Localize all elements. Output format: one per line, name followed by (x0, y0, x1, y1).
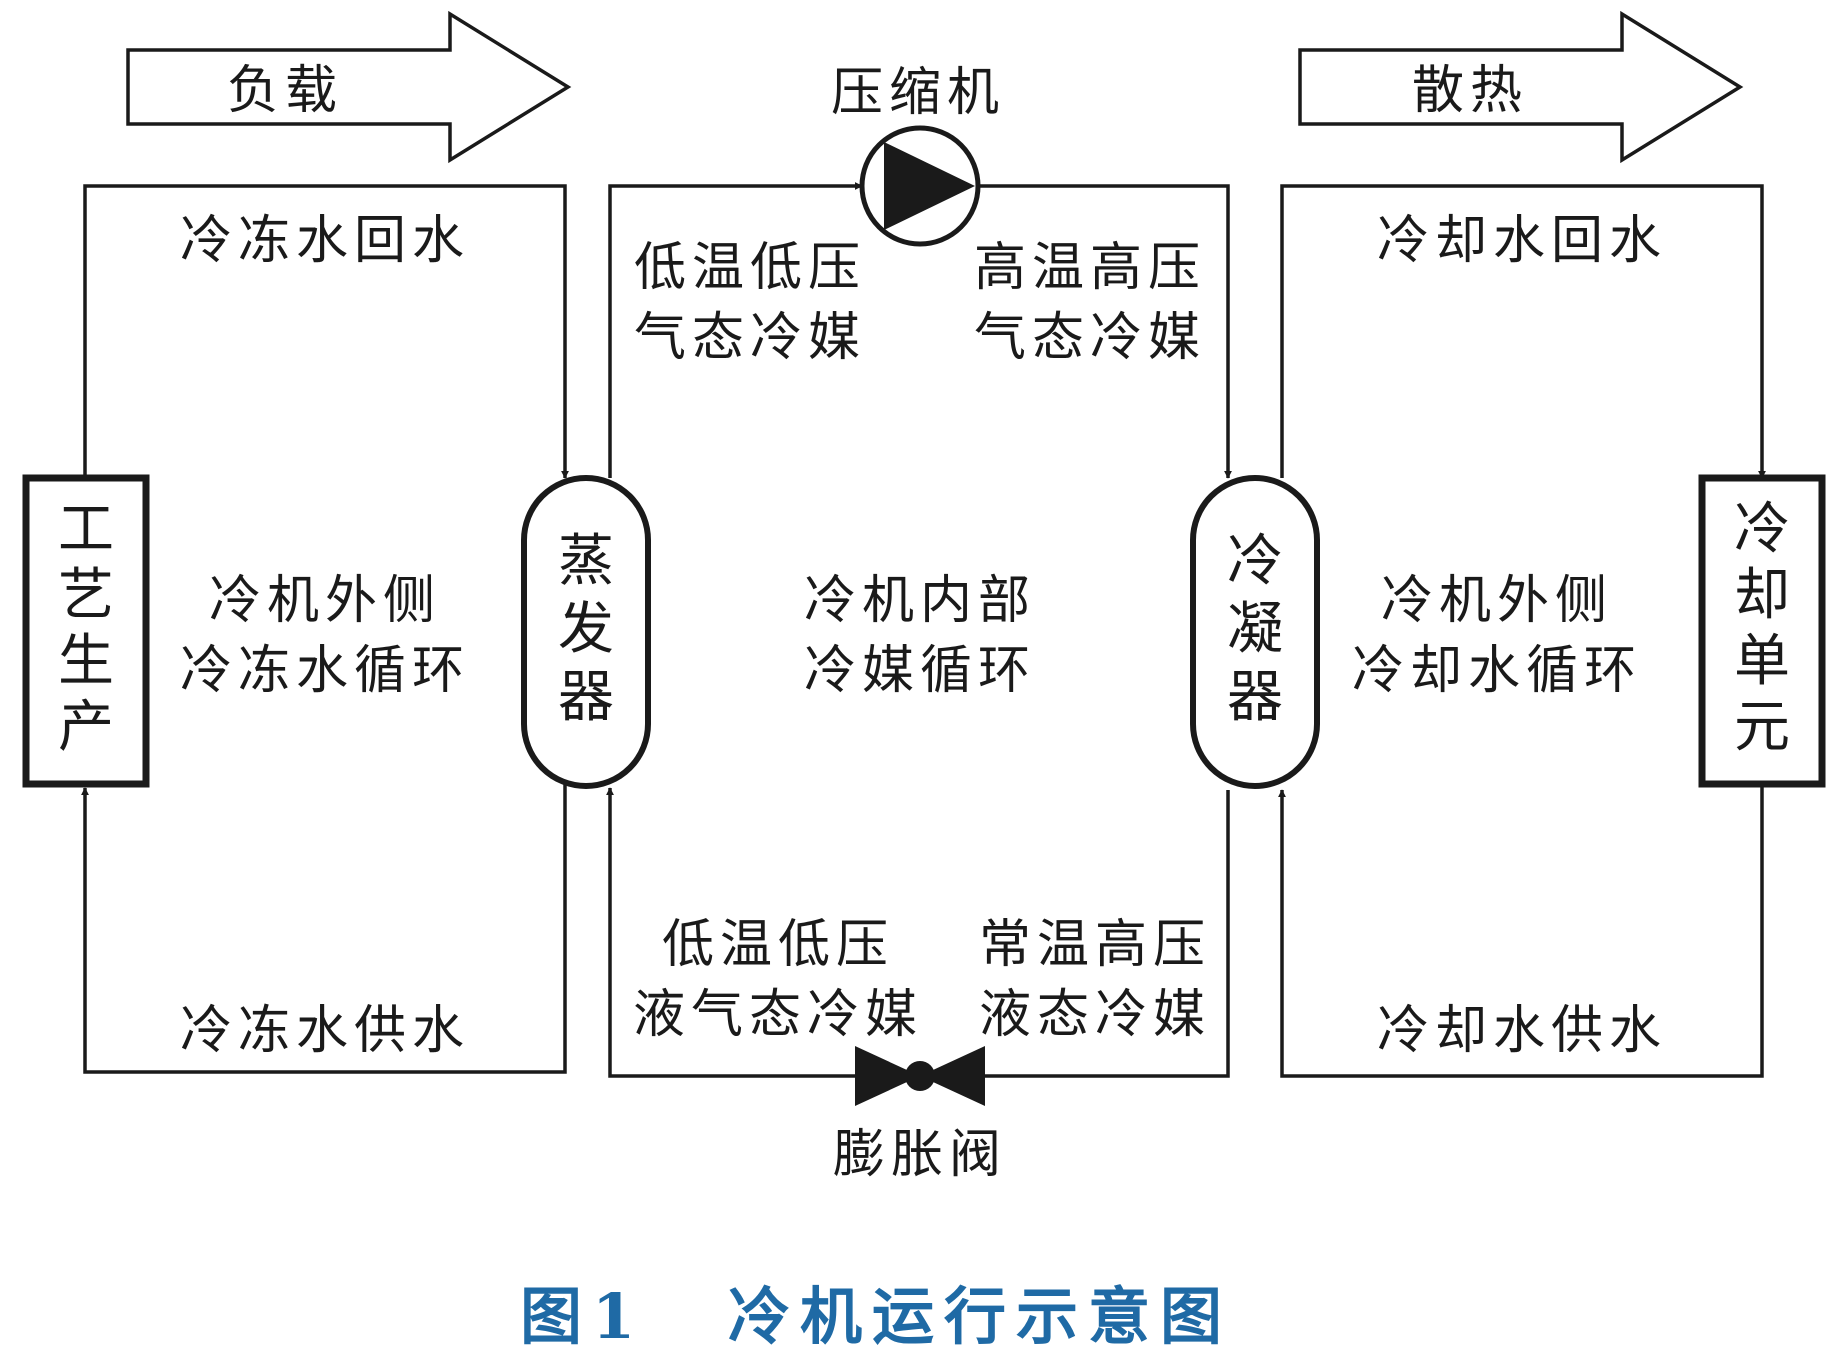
cooling-unit-box: 冷 却 单 元 (1698, 474, 1826, 788)
condenser-char-1: 冷 (1227, 529, 1283, 594)
high-temp-high-pressure-gas-line-1: 高温高压 (974, 238, 1206, 298)
heat-rejection-label: 散热 (1412, 61, 1528, 121)
chilled-water-return-label: 冷冻水回水 (180, 211, 470, 271)
figure-title: 冷机运行示意图 (728, 1280, 1232, 1353)
refrigerant-loop (606, 182, 1232, 1078)
expansion-valve-icon (855, 1046, 985, 1106)
normal-temp-high-pressure-liquid-line-2: 液态冷媒 (979, 985, 1211, 1045)
process-production-char-4: 产 (58, 695, 114, 760)
high-temp-high-pressure-gas-line-2: 气态冷媒 (974, 308, 1206, 368)
low-temp-low-pressure-mixed-line-1: 低温低压 (662, 915, 894, 975)
cooling-water-return-label: 冷却水回水 (1377, 211, 1667, 271)
condenser-char-2: 凝 (1227, 597, 1283, 662)
process-production-char-2: 艺 (58, 563, 114, 628)
refrigerant-cycle-line-2: 冷媒循环 (804, 641, 1036, 701)
process-production-char-1: 工 (58, 497, 114, 562)
evaporator-char-1: 蒸 (558, 529, 614, 594)
heat-rejection-flow-arrow: 散热 (1298, 10, 1744, 164)
cooling-unit-char-2: 却 (1734, 563, 1790, 628)
cooling-water-supply-label: 冷却水供水 (1377, 1001, 1667, 1061)
low-temp-low-pressure-gas-line-2: 气态冷媒 (634, 308, 866, 368)
compressor-label: 压缩机 (831, 63, 1005, 123)
load-flow-arrow: 负载 (126, 10, 572, 164)
cooling-water-cycle-line-2: 冷却水循环 (1352, 641, 1642, 701)
expansion-valve-label: 膨胀阀 (833, 1125, 1007, 1185)
cooling-water-cycle-line-1: 冷机外侧 (1381, 571, 1613, 631)
evaporator-char-2: 发 (558, 597, 614, 662)
low-temp-low-pressure-mixed-line-2: 液气态冷媒 (633, 985, 923, 1045)
condenser-vessel: 冷 凝 器 (1190, 475, 1320, 789)
low-temp-low-pressure-gas-line-1: 低温低压 (634, 238, 866, 298)
chilled-water-loop (81, 184, 569, 1074)
evaporator-vessel: 蒸 发 器 (521, 475, 651, 789)
process-production-box: 工 艺 生 产 (22, 474, 150, 788)
condenser-char-3: 器 (1227, 665, 1283, 730)
chilled-water-supply-label: 冷冻水供水 (180, 1001, 470, 1061)
normal-temp-high-pressure-liquid-line-1: 常温高压 (979, 915, 1211, 975)
evaporator-char-3: 器 (558, 665, 614, 730)
chilled-water-cycle-line-1: 冷机外侧 (209, 571, 441, 631)
refrigerant-cycle-line-1: 冷机内部 (804, 571, 1036, 631)
cooling-unit-char-4: 元 (1734, 695, 1790, 760)
process-production-char-3: 生 (58, 629, 114, 694)
figure-number: 图1 (520, 1280, 645, 1353)
cooling-unit-char-1: 冷 (1734, 497, 1790, 562)
load-label: 负载 (227, 61, 343, 121)
figure-caption: 图1 冷机运行示意图 (520, 1280, 1232, 1353)
cooling-water-loop (1278, 184, 1766, 1078)
compressor-icon (859, 125, 981, 247)
cooling-unit-char-3: 单 (1734, 629, 1790, 694)
chilled-water-cycle-line-2: 冷冻水循环 (180, 641, 470, 701)
